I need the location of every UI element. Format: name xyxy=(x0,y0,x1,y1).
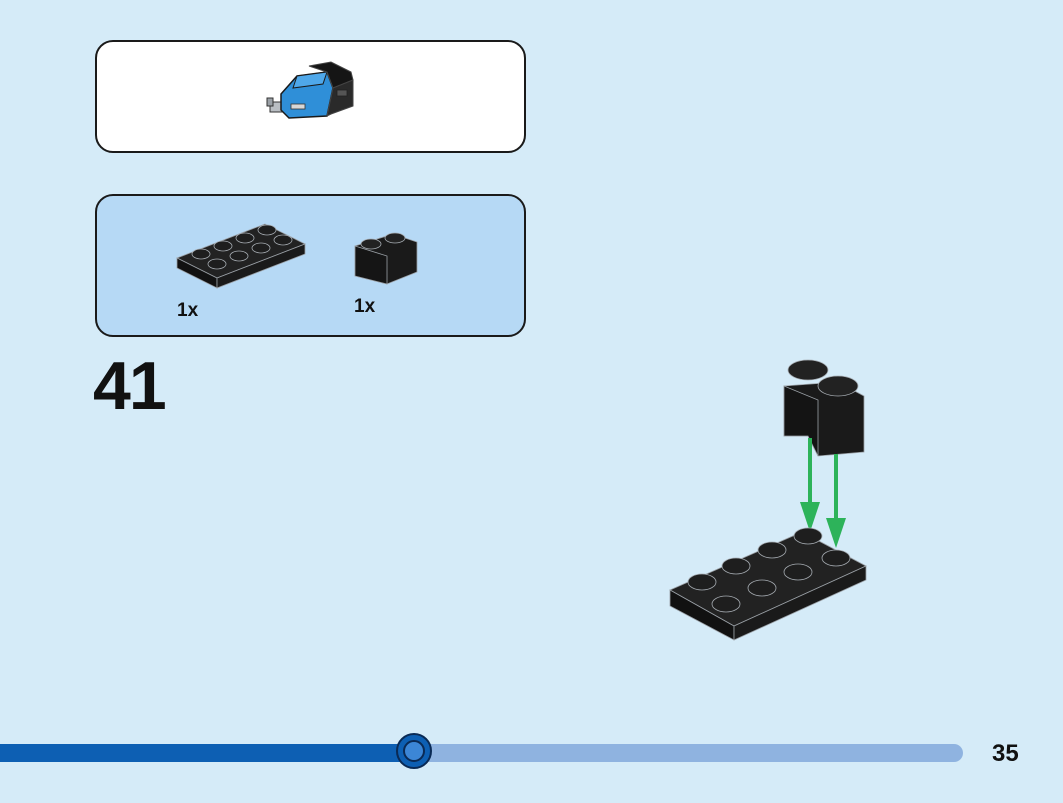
plate-2x4 xyxy=(669,527,867,641)
brick-1x2-curved-icon xyxy=(354,232,418,285)
submodel-callout xyxy=(95,40,526,153)
placement-arrows xyxy=(800,438,846,548)
assembly-illustration xyxy=(669,359,867,641)
blue-cab-submodel-icon xyxy=(266,61,354,119)
part-quantity: 1x xyxy=(354,296,376,317)
plate-2x4-icon xyxy=(176,223,306,289)
step-number: 41 xyxy=(93,348,167,424)
progress-knob xyxy=(396,733,432,769)
parts-list-callout: 1x 1x xyxy=(95,194,526,337)
progress-fill xyxy=(0,744,414,762)
part-quantity: 1x xyxy=(177,300,199,321)
curved-brick-1x2 xyxy=(783,359,865,457)
page-number: 35 xyxy=(992,740,1019,767)
